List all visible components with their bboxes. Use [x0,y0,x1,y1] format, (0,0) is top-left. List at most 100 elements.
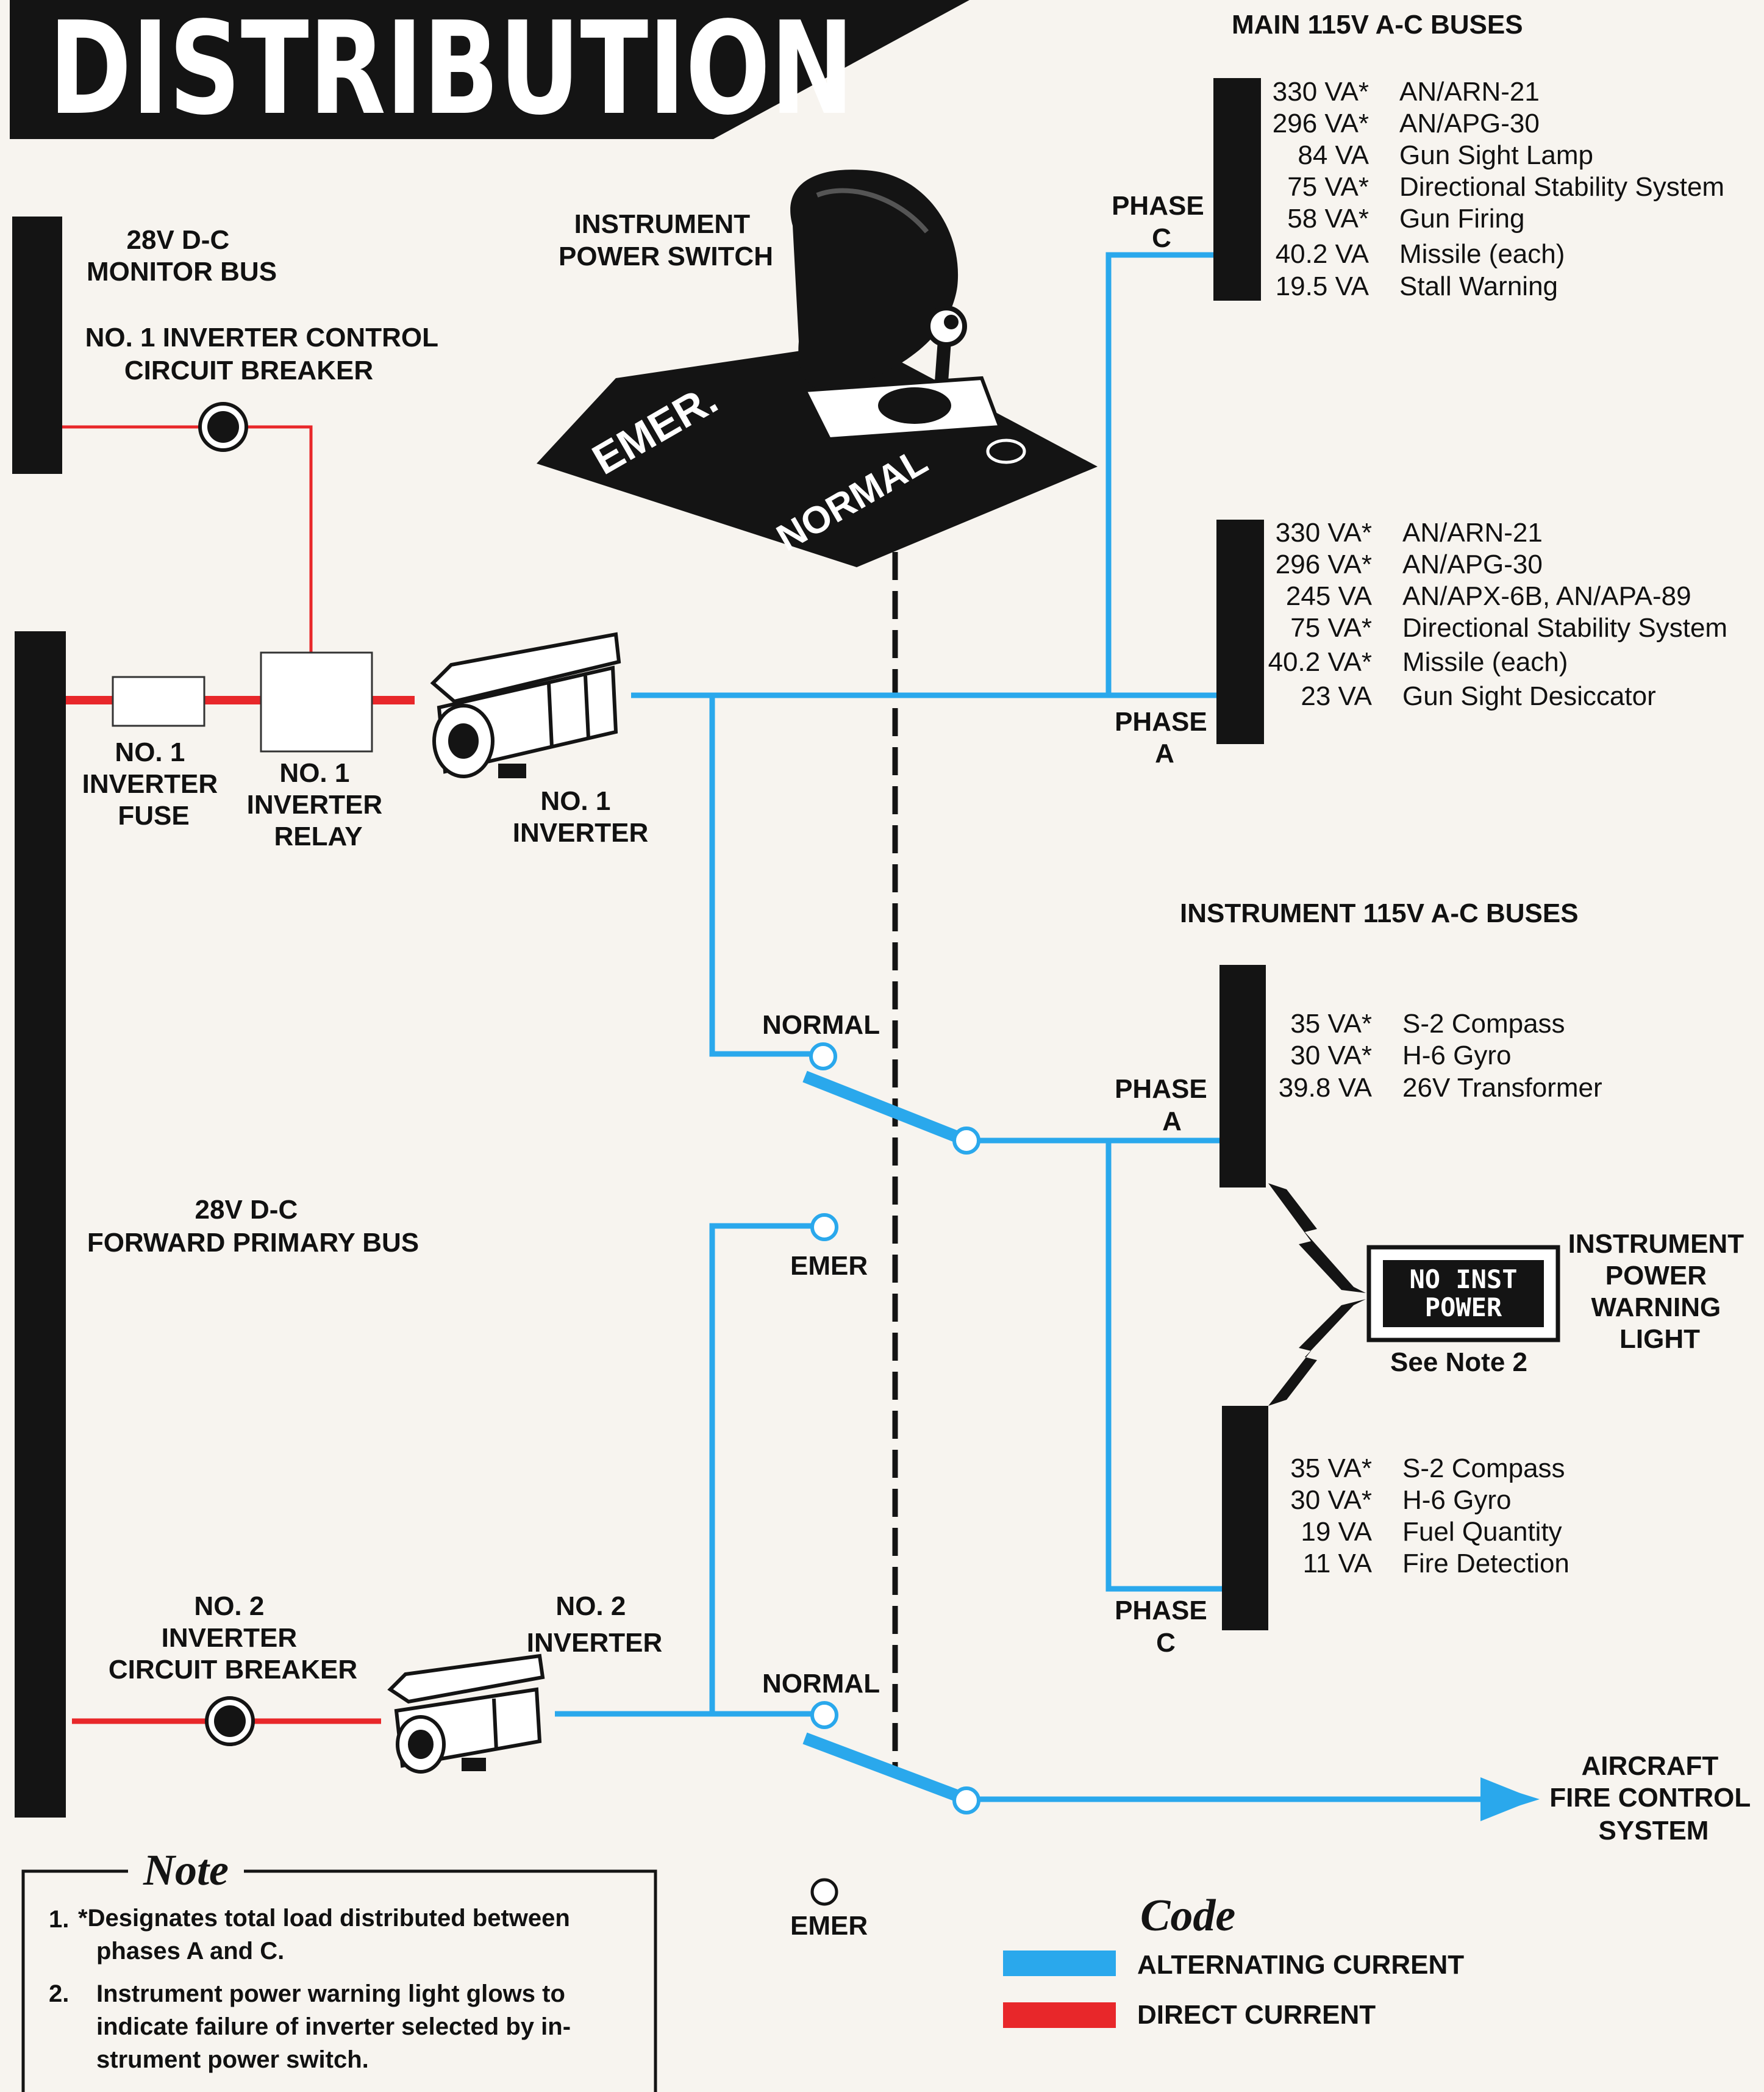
switch-contacts [802,1042,980,1906]
ac-wiring [555,252,1535,1821]
note-box: Note 1. *Designates total load distribut… [21,1846,657,2092]
inverter-no2-label: NO. 2 INVERTER [527,1591,662,1658]
main-phase-a-load-list: 330 VA* AN/ARN-21 296 VA* AN/APG-30 245 … [1268,518,1728,711]
dc-legend-label: DIRECT CURRENT [1137,2000,1376,2030]
svg-text:S-2 Compass: S-2 Compass [1402,1453,1565,1483]
svg-text:245 VA: 245 VA [1286,581,1373,611]
svg-text:23 VA: 23 VA [1301,681,1372,711]
inverter-no2-illustration [387,1653,545,1774]
title-banner: DISTRIBUTION [10,0,969,143]
ac-swatch [1003,1951,1116,1976]
instrument-bus-phase-c-label: PHASE C [1115,1596,1215,1658]
instrument-bus-phase-a [1219,965,1266,1187]
fire-control-system-label: AIRCRAFT FIRE CONTROL SYSTEM [1549,1751,1757,1846]
svg-text:AN/APG-30: AN/APG-30 [1402,550,1543,579]
svg-text:Directional Stability System: Directional Stability System [1399,172,1724,202]
main-phase-c-load-list: 330 VA* AN/ARN-21 296 VA* AN/APG-30 84 V… [1273,77,1724,301]
svg-text:indicate failure of inverter s: indicate failure of inverter selected by… [96,2013,571,2040]
instrument-power-switch-label: INSTRUMENT POWER SWITCH [559,209,773,271]
dc-wiring-no1 [62,425,415,704]
svg-text:Fire Detection: Fire Detection [1402,1549,1569,1578]
instr-phase-c-load-list: 35 VA* S-2 Compass 30 VA* H-6 Gyro 19 VA… [1290,1453,1569,1578]
svg-text:35 VA*: 35 VA* [1290,1009,1372,1039]
svg-text:40.2 VA: 40.2 VA [1276,239,1369,269]
inverter-cb-no2-label: NO. 2 INVERTER CIRCUIT BREAKER [109,1591,357,1685]
svg-text:296 VA*: 296 VA* [1276,550,1372,579]
circuit-breaker-no1[interactable] [198,402,248,452]
svg-text:330 VA*: 330 VA* [1273,77,1369,107]
svg-text:Fuel Quantity: Fuel Quantity [1402,1517,1562,1547]
dc-monitor-bus [12,217,62,474]
svg-text:19 VA: 19 VA [1301,1517,1372,1547]
inverter-relay-no1-label: NO. 1 INVERTER RELAY [247,758,390,851]
inverter-fuse-no1-label: NO. 1 INVERTER FUSE [82,737,226,831]
see-note-label: See Note 2 [1390,1347,1527,1377]
forward-primary-bus [15,631,66,1818]
instrument-bus-header: INSTRUMENT 115V A-C BUSES [1180,898,1579,928]
page-title: DISTRIBUTION [49,0,854,143]
svg-text:AN/APX-6B, AN/APA-89: AN/APX-6B, AN/APA-89 [1402,581,1691,611]
svg-text:40.2 VA*: 40.2 VA* [1268,647,1372,677]
code-title: Code [1140,1891,1235,1941]
warning-light-label: INSTRUMENT POWER WARNING LIGHT [1568,1229,1752,1354]
inverter-fuse-no1 [112,676,205,727]
svg-text:Missile (each): Missile (each) [1399,239,1565,269]
instrument-power-warning-light: NO INST POWER [1366,1245,1560,1342]
svg-text:AN/ARN-21: AN/ARN-21 [1399,77,1540,107]
svg-text:H-6 Gyro: H-6 Gyro [1402,1041,1511,1070]
svg-text:AN/APG-30: AN/APG-30 [1399,109,1540,138]
svg-text:phases A and C.: phases A and C. [96,1938,284,1965]
dc-swatch [1003,2002,1116,2028]
svg-text:330 VA*: 330 VA* [1276,518,1372,548]
svg-text:30 VA*: 30 VA* [1290,1041,1372,1070]
svg-text:Directional Stability System: Directional Stability System [1402,613,1727,643]
code-legend: Code ALTERNATING CURRENT DIRECT CURRENT [1003,1891,1464,2030]
inverter-no1-label: NO. 1 INVERTER [513,786,648,848]
svg-text:1.: 1. [49,1906,69,1933]
svg-text:75 VA*: 75 VA* [1290,613,1372,643]
ac-legend-label: ALTERNATING CURRENT [1137,1950,1464,1980]
circuit-breaker-no2[interactable] [205,1696,255,1746]
svg-text:58 VA*: 58 VA* [1287,204,1369,234]
fire-control-arrowhead [1497,1786,1540,1813]
switch-emer-label-upper: EMER [790,1251,868,1281]
svg-text:75 VA*: 75 VA* [1287,172,1369,202]
note-title: Note [143,1846,229,1894]
switch-emer-label-lower: EMER [790,1911,868,1941]
svg-text:30 VA*: 30 VA* [1290,1485,1372,1515]
svg-text:strument power switch.: strument power switch. [96,2046,369,2073]
svg-text:S-2 Compass: S-2 Compass [1402,1009,1565,1039]
inverter-relay-no1 [260,651,373,753]
svg-text:Gun Sight Lamp: Gun Sight Lamp [1399,140,1593,170]
svg-text:Missile (each): Missile (each) [1402,647,1568,677]
instrument-bus-phase-a-label: PHASE A [1115,1074,1215,1136]
svg-text:Instrument power warning light: Instrument power warning light glows to [96,1980,565,2007]
main-bus-phase-c-label: PHASE C [1112,191,1212,253]
main-bus-header: MAIN 115V A-C BUSES [1232,10,1523,40]
svg-text:2.: 2. [49,1980,69,2007]
svg-text:Gun Firing: Gun Firing [1399,204,1524,234]
svg-text:84 VA: 84 VA [1298,140,1369,170]
instr-phase-a-load-list: 35 VA* S-2 Compass 30 VA* H-6 Gyro 39.8 … [1279,1009,1602,1103]
svg-text:Gun Sight Desiccator: Gun Sight Desiccator [1402,681,1656,711]
svg-text:Stall Warning: Stall Warning [1399,271,1558,301]
inverter-control-cb-label: NO. 1 INVERTER CONTROL CIRCUIT BREAKER [85,323,446,385]
svg-text:11 VA: 11 VA [1303,1549,1373,1578]
main-bus-phase-a-label: PHASE A [1115,707,1215,768]
forward-primary-bus-label: 28V D-C FORWARD PRIMARY BUS [87,1195,419,1258]
dc-monitor-bus-label: 28V D-C MONITOR BUS [87,225,277,287]
svg-text:19.5 VA: 19.5 VA [1276,271,1369,301]
instrument-power-switch[interactable]: EMER. NORMAL [537,170,1098,567]
svg-text:35 VA*: 35 VA* [1290,1453,1372,1483]
main-bus-phase-a [1216,520,1264,744]
svg-text:POWER: POWER [1425,1292,1502,1322]
main-bus-phase-c [1213,78,1261,301]
instrument-bus-phase-c [1222,1406,1268,1630]
svg-text:296 VA*: 296 VA* [1273,109,1369,138]
svg-text:H-6 Gyro: H-6 Gyro [1402,1485,1511,1515]
svg-text:AN/ARN-21: AN/ARN-21 [1402,518,1543,548]
svg-text:*Designates total load distrib: *Designates total load distributed betwe… [78,1905,570,1932]
svg-text:26V Transformer: 26V Transformer [1402,1073,1602,1103]
inverter-no1-illustration [430,632,621,778]
